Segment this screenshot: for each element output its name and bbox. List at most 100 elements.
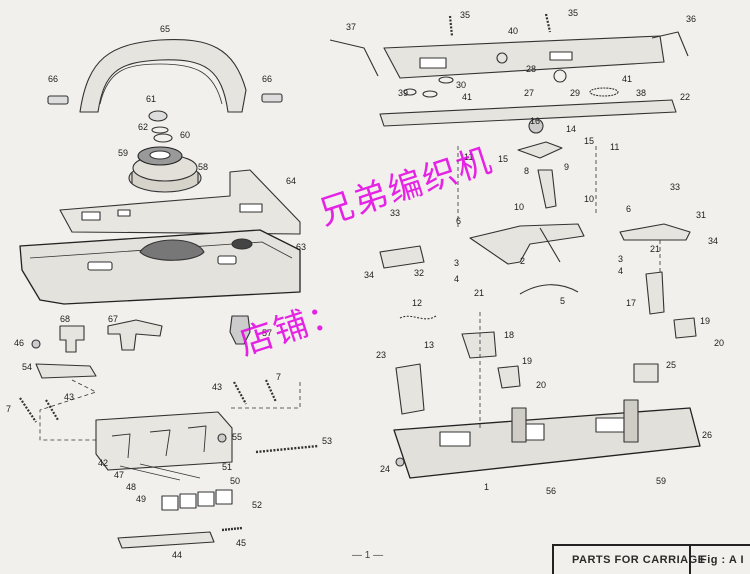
washer-part-41-left [422, 90, 438, 98]
part-label-31: 31 [696, 210, 707, 220]
part-label-33: 33 [670, 182, 681, 192]
part-label-67: 67 [108, 314, 119, 324]
part-label-10: 10 [584, 194, 595, 204]
part-label-47: 47 [114, 470, 125, 480]
bracket-part-17 [645, 271, 665, 315]
part-label-43: 43 [212, 382, 223, 392]
part-label-15: 15 [584, 136, 595, 146]
handle-part-65 [79, 38, 247, 113]
bracket-part-32 [379, 245, 425, 269]
part-label-3: 3 [454, 258, 460, 268]
carriage-cover-part-63 [19, 229, 301, 305]
bracket-part-54 [35, 363, 97, 379]
part-label-53: 53 [322, 436, 333, 446]
part-label-48: 48 [126, 482, 137, 492]
wire-part-5 [519, 284, 579, 295]
cam-part-57 [229, 315, 251, 345]
washer-part-62 [151, 126, 169, 134]
part-label-62: 62 [138, 122, 149, 132]
part-label-63: 63 [296, 242, 307, 252]
part-label-35: 35 [568, 8, 579, 18]
part-label-9: 9 [564, 162, 570, 172]
part-label-39: 39 [398, 88, 409, 98]
rail-part-40 [383, 35, 665, 83]
block-part-25 [633, 363, 659, 383]
bracket-part-18 [461, 331, 497, 359]
spring-part-7-right [264, 379, 278, 403]
part-label-34: 34 [708, 236, 719, 246]
pin-part-66-right [261, 93, 283, 103]
part-label-38: 38 [636, 88, 647, 98]
arm-part-2 [469, 223, 585, 265]
part-label-65: 65 [160, 24, 171, 34]
part-label-32: 32 [414, 268, 425, 278]
spring-part-7-left [19, 397, 37, 423]
bracket-part-19-right [673, 317, 697, 339]
part-label-2: 2 [520, 256, 526, 266]
knob-part-61 [148, 110, 168, 122]
part-label-6: 6 [626, 204, 632, 214]
spring-part-37 [329, 39, 379, 77]
lever-part-8 [537, 169, 557, 209]
spring-part-60 [153, 133, 173, 143]
spring-part-38 [589, 87, 619, 97]
part-label-10: 10 [514, 202, 525, 212]
part-label-25: 25 [666, 360, 677, 370]
part-label-61: 61 [146, 94, 157, 104]
part-label-11: 11 [464, 152, 474, 162]
part-label-17: 17 [626, 298, 637, 308]
page-number: — 1 — [352, 550, 384, 561]
part-label-16: 16 [530, 116, 541, 126]
part-label-52: 52 [252, 500, 263, 510]
arm-part-31 [619, 223, 691, 241]
spring-part-45 [221, 526, 243, 532]
part-label-60: 60 [180, 130, 191, 140]
part-label-57: 57 [262, 328, 273, 338]
part-label-19: 19 [700, 316, 711, 326]
figure-number: Fig : A I [700, 554, 745, 566]
part-label-37: 37 [346, 22, 357, 32]
bracket-part-23 [395, 363, 425, 415]
part-label-41: 41 [622, 74, 633, 84]
lever-part-67 [107, 319, 163, 351]
part-label-14: 14 [566, 124, 577, 134]
part-label-35: 35 [460, 10, 471, 20]
screw-part-24 [395, 457, 405, 467]
part-label-27: 27 [524, 88, 535, 98]
lever-part-68 [59, 325, 85, 353]
part-label-18: 18 [504, 330, 515, 340]
spring-part-43-left [45, 399, 59, 421]
part-label-45: 45 [236, 538, 247, 548]
cam-plate-assembly-42-51 [95, 411, 233, 481]
slide-part-44 [117, 531, 215, 549]
base-plate-part-1 [393, 399, 701, 479]
part-label-68: 68 [60, 314, 71, 324]
spring-part-12 [399, 315, 437, 320]
part-label-66: 66 [48, 74, 59, 84]
part-label-21: 21 [650, 244, 661, 254]
part-label-34: 34 [364, 270, 375, 280]
part-label-7: 7 [6, 404, 12, 414]
part-label-24: 24 [380, 464, 391, 474]
part-label-13: 13 [424, 340, 435, 350]
part-label-7: 7 [276, 372, 282, 382]
plate-part-22 [379, 99, 677, 127]
spring-part-43-right [233, 381, 247, 405]
part-label-59: 59 [656, 476, 667, 486]
part-label-36: 36 [686, 14, 697, 24]
washer-part-30 [438, 76, 454, 84]
part-label-4: 4 [618, 266, 624, 276]
part-label-20: 20 [536, 380, 547, 390]
part-label-4: 4 [454, 274, 460, 284]
part-label-12: 12 [412, 298, 423, 308]
part-label-50: 50 [230, 476, 241, 486]
part-label-15: 15 [498, 154, 509, 164]
part-label-54: 54 [22, 362, 33, 372]
part-label-64: 64 [286, 176, 297, 186]
part-label-28: 28 [526, 64, 537, 74]
tension-dial-part-58-59 [128, 146, 202, 193]
spring-part-35-right [544, 13, 552, 33]
part-label-23: 23 [376, 350, 387, 360]
title-block: PARTS FOR CARRIAGE Fig : A I [552, 544, 750, 574]
